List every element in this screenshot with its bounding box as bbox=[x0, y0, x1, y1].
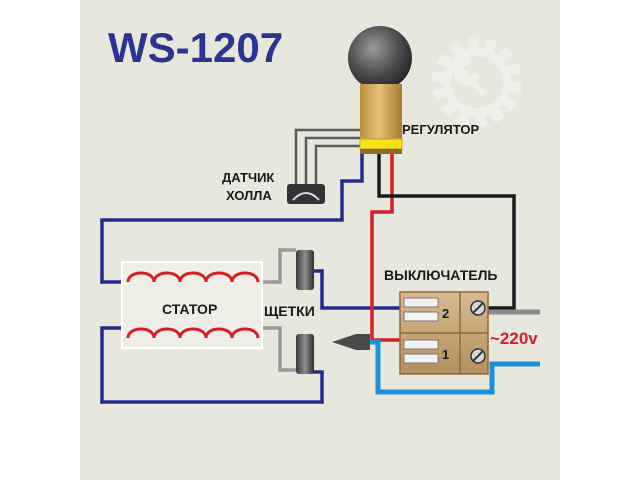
regulator-bottom bbox=[360, 149, 402, 154]
wire-gray-brush-bottom bbox=[262, 326, 296, 372]
screw-terminal-icon bbox=[470, 348, 486, 364]
hall-sensor-icon bbox=[287, 184, 325, 204]
screw-terminal-icon bbox=[470, 300, 486, 316]
wire-gray-hall-1 bbox=[294, 128, 362, 188]
stator-coil-bottom bbox=[126, 327, 260, 339]
regulator-label: РЕГУЛЯТОР bbox=[402, 122, 479, 137]
switch-label: ВЫКЛЮЧАТЕЛЬ bbox=[384, 267, 497, 283]
stator-frame bbox=[121, 261, 263, 349]
wire-gray-hall-3 bbox=[314, 144, 362, 188]
plug-connector bbox=[332, 334, 370, 350]
gear-wrench-watermark-icon bbox=[432, 37, 522, 127]
hall-sensor-label-line1: ДАТЧИК bbox=[222, 170, 274, 185]
wire-black bbox=[377, 154, 516, 310]
wire-gray-brush-top bbox=[262, 248, 296, 284]
hall-sensor-label-line2: ХОЛЛА bbox=[226, 188, 272, 203]
wire-light-blue-mains bbox=[370, 339, 540, 395]
stator-coil-top bbox=[126, 271, 260, 283]
page-title: WS-1207 bbox=[108, 24, 283, 71]
terminal-2-label: 2 bbox=[442, 306, 449, 321]
carbon-brush-icon bbox=[296, 250, 314, 290]
diagram-panel bbox=[80, 0, 560, 480]
regulator-knob-icon bbox=[348, 26, 412, 90]
terminal-1-label: 1 bbox=[442, 347, 449, 362]
wire-gray-hall-2 bbox=[304, 136, 362, 188]
brushes-label: ЩЕТКИ bbox=[264, 303, 315, 319]
wire-red bbox=[370, 154, 400, 342]
voltage-label: ~220v bbox=[490, 329, 538, 348]
wire-blue-stator-bottom bbox=[100, 326, 324, 404]
carbon-brush-icon bbox=[296, 334, 314, 374]
regulator-band bbox=[359, 138, 403, 150]
stator-label: СТАТОР bbox=[162, 301, 217, 317]
wire-blue-stator-loop bbox=[100, 150, 372, 284]
wire-blue-brush-switch bbox=[314, 269, 400, 310]
regulator bbox=[348, 26, 412, 154]
